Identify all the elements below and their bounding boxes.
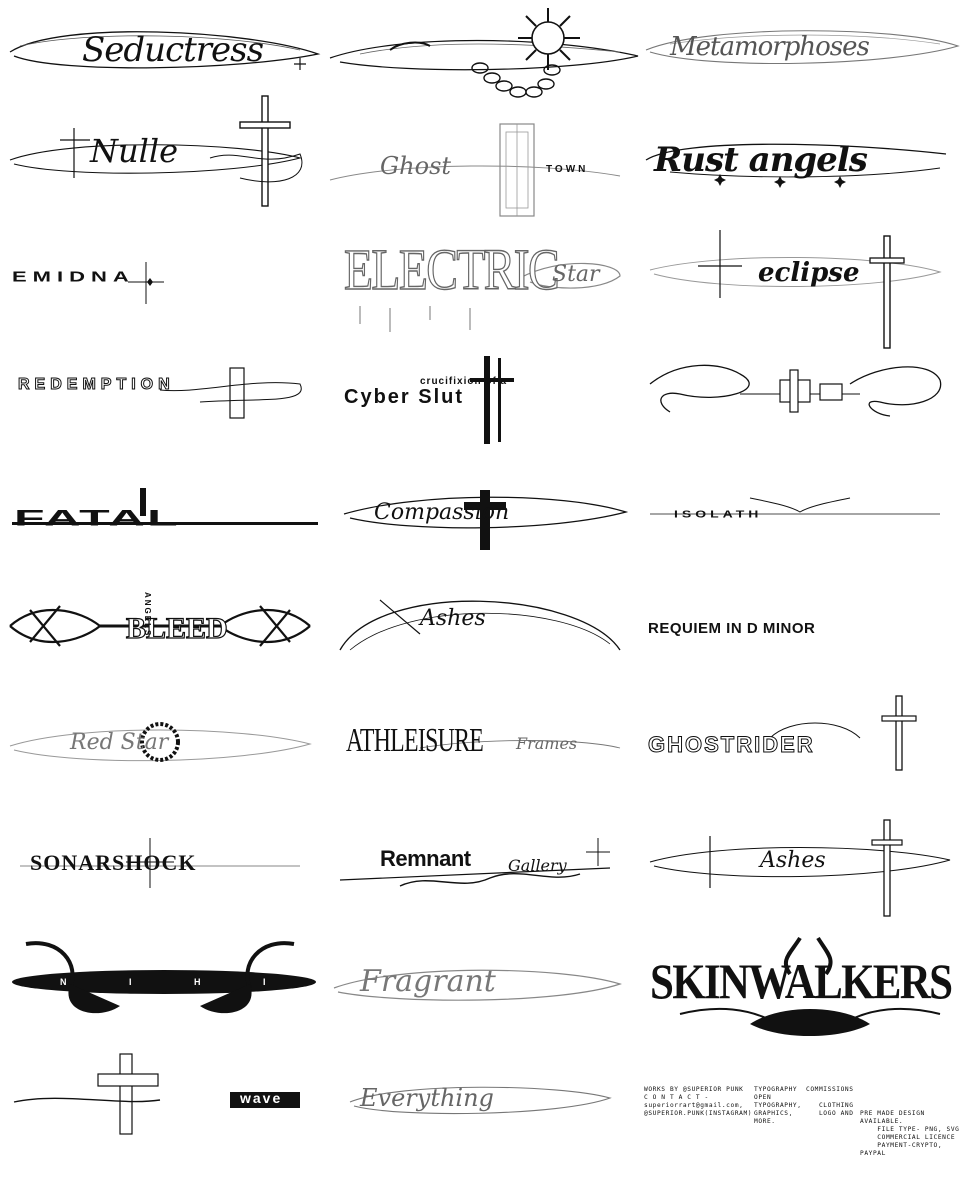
logo-title: REDEMPTION [18,376,175,394]
logo-ghost-town: Ghost TOWN [320,118,640,236]
logo-ashes-sword: Ashes [640,819,960,944]
swash-ornament [9,31,321,70]
swash-ornament [339,599,621,651]
chain-mace-graphic [329,8,639,98]
logo-title: N I H I L [60,977,364,987]
logo-title: SONARSHOCK [30,850,197,875]
footer-commissions: COMMISSIONS CLOTHING LOGO AND [806,1086,854,1117]
logo-title: Nulle [90,132,179,170]
logo-everything: Everything [320,1062,640,1180]
logo-isolath: ISOLATH [640,472,960,590]
logo-title: Fragrant [360,964,496,999]
logo-title: Metamorphoses [670,32,870,62]
logo-rust-angels: Rust angels [640,118,960,236]
drip-swash [359,262,621,332]
logo-wave: wave [0,1053,320,1180]
thorn-graphic [9,605,311,647]
logo-title: Compassion [374,500,510,525]
sword-swash-graphic [9,95,303,207]
logo-nulle-sword: Nulle [0,95,320,236]
logo-bleed-angels: BLEED ANGELS [0,590,320,708]
sword-star-ornament [649,230,942,349]
logo-title: Ashes [760,848,826,873]
swash-ornament [645,30,960,65]
logo-subtitle: Gallery [508,856,567,875]
cross-ornament [159,367,302,419]
star-ornament [128,262,164,304]
logo-ghostrider: GHOSTRIDER [640,695,960,826]
logo-title: Ashes [420,606,486,631]
star-ornament [20,838,300,888]
logo-subtitle: Star [552,262,600,287]
sword-ornament [649,819,951,917]
sword-ornament [769,695,917,771]
cross-swash-ornament [343,490,629,550]
logo-sonarshock: SONARSHOCK [0,826,320,944]
logo-title: Seductress [82,30,264,70]
underline-bar [12,488,318,525]
swash-ornament [333,969,622,1001]
logo-title: ELECTRIC [343,236,560,302]
logo-title: EMIDNA [12,268,135,285]
logo-chain-mace [320,0,640,118]
logo-subtitle: Frames [516,734,578,753]
logo-title: ATHLEISURE [346,722,484,759]
logo-fragrant: Fragrant [320,944,640,1062]
vine-ornament [339,838,611,887]
swash-ornament [349,1086,612,1115]
logo-title: Remnant [380,846,471,871]
horns-graphic [12,941,316,1014]
footer-premade: PRE MADE DESIGN AVAILABLE. FILE TYPE- PN… [860,1110,960,1157]
tower-graphic [329,123,621,217]
logo-title: Everything [360,1084,494,1112]
logo-athleisure: ATHLEISURE Frames [320,708,640,826]
logo-remnant-gallery: Remnant Gallery [320,826,640,944]
logo-title: Cyber Slut [344,386,465,408]
footer-contact: WORKS BY @SUPERIOR PUNK C O N T A C T - … [644,1086,753,1117]
swash-ornament [419,740,621,749]
logo-title: SKINWALKERS [650,953,953,1009]
logo-title: GHOSTRIDER [648,732,815,758]
dragon-graphic [649,364,942,417]
logo-metamorphoses: Metamorphoses [640,0,960,118]
logo-emidna: EMIDNA [0,236,320,354]
cross-ornament [470,356,514,444]
logo-title: wave [240,1090,283,1106]
logo-cyber-slut: crucifixion of a Cyber Slut [320,354,640,472]
logo-title: REQUIEM IN D MINOR [648,620,816,637]
ring-ornament [9,722,312,762]
logo-title: Rust angels [654,140,868,180]
logo-subtitle: crucifixion of a [420,376,508,387]
swash-ornament [645,143,947,188]
logo-electric-star: ELECTRIC Star [320,236,640,354]
cross-graphic [13,1053,300,1135]
logo-seductress: Seductress [0,0,321,118]
logo-red-star: Red Star [0,708,320,826]
logo-title: ISOLATH [674,508,763,520]
skull-horns-graphic [679,936,941,1036]
logo-nihil: N I H I L [0,941,334,1062]
logo-ashes-swash: Ashes [320,590,640,708]
logo-subtitle: ANGELS [143,592,152,638]
logo-title: eclipse [758,258,860,288]
logo-title: FATAL [14,506,181,531]
logo-dragon [640,354,960,472]
logo-skinwalkers: SKINWALKERS [640,936,960,1062]
logo-fatal: FATAL [0,472,320,590]
logo-eclipse: eclipse [640,230,960,354]
logo-requiem: REQUIEM IN D MINOR [640,590,960,708]
line-ornament [650,497,940,515]
logo-subtitle: TOWN [546,164,589,175]
logo-title: Red Star [70,730,169,755]
logo-title: Ghost [380,152,452,180]
logo-title: BLEED [125,611,228,645]
logo-compassion: Compassion [320,472,640,590]
logo-redemption: REDEMPTION [0,354,320,472]
footer-services: TYPOGRAPHY OPEN TYPOGRAPHY, GRAPHICS, MO… [754,1086,802,1125]
